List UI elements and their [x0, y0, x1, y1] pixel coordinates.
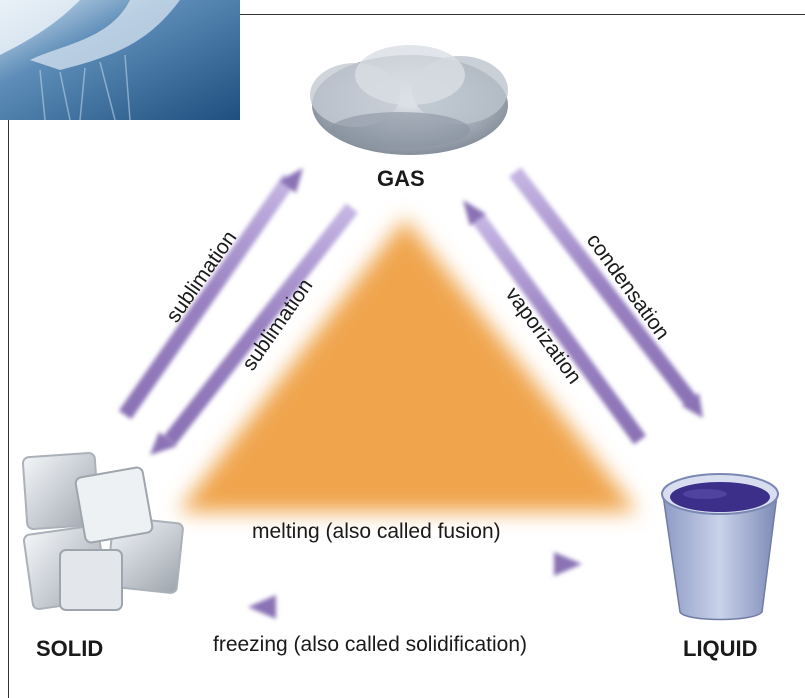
melting-label: melting (also called fusion) — [252, 520, 501, 543]
solid-label: SOLID — [36, 636, 104, 661]
ice-cubes-icon — [21, 451, 184, 611]
freezing-label: freezing (also called solidification) — [213, 633, 527, 656]
sublimation-down-arrow — [150, 203, 358, 455]
liquid-cup-icon — [661, 473, 779, 621]
freezing-arrow — [248, 595, 555, 619]
melting-arrow — [262, 552, 582, 576]
gas-label: GAS — [377, 166, 425, 191]
sublimation-up-arrow — [118, 168, 303, 420]
phase-triangle — [178, 218, 638, 512]
vaporization-arrow — [463, 200, 647, 445]
condensation-arrow — [509, 167, 703, 418]
cloud-icon — [310, 45, 508, 155]
icicle-photo — [0, 0, 240, 121]
liquid-label: LIQUID — [683, 636, 758, 661]
